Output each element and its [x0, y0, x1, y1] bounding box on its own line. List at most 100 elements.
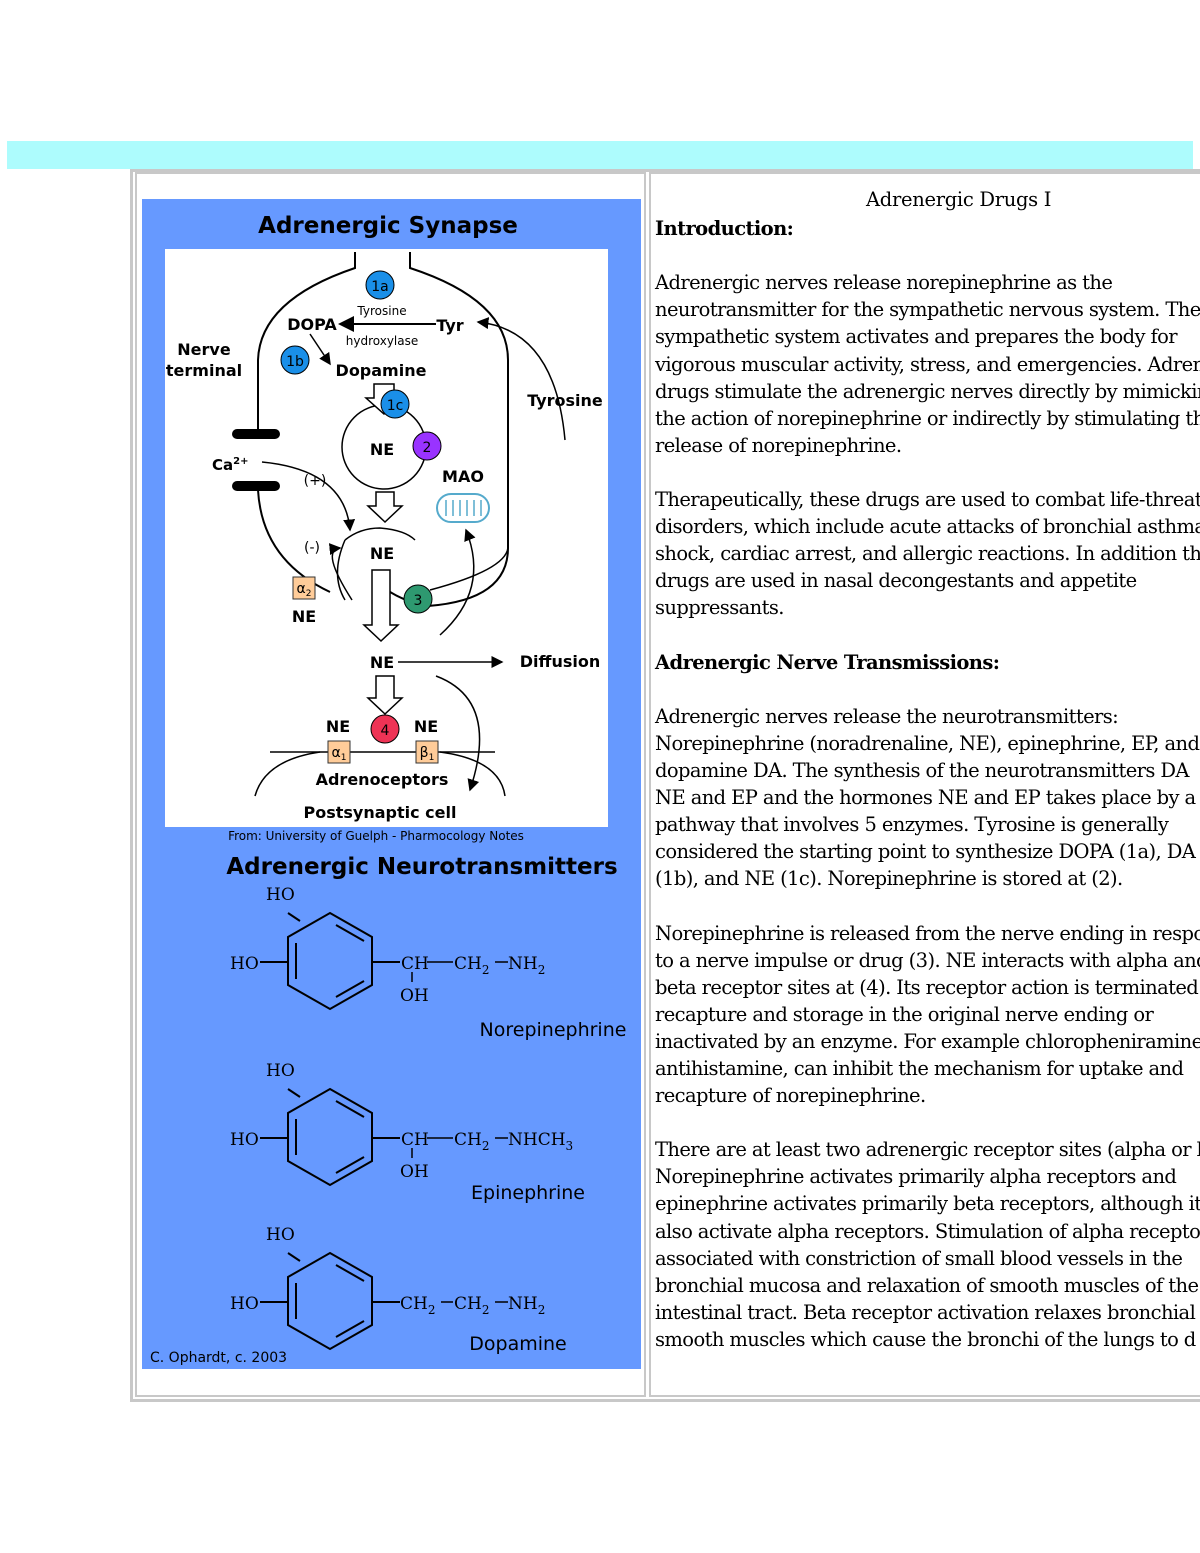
tyrosine-hydroxylase-label: Tyrosine	[356, 304, 406, 318]
text-line: Adrenergic nerves release the neurotrans…	[655, 704, 1119, 728]
text-line: smooth muscles which cause the bronchi o…	[655, 1327, 1196, 1351]
text-line: epinephrine activates primarily beta rec…	[655, 1192, 1200, 1216]
text-line: dopamine DA. The synthesis of the neurot…	[655, 758, 1189, 782]
svg-text:OH: OH	[400, 986, 429, 1006]
svg-text:CH2: CH2	[454, 1130, 489, 1153]
node-4	[370, 714, 400, 744]
svg-text:CH: CH	[401, 1130, 429, 1150]
intro-paragraph: Adrenergic nerves release norepinephrine…	[655, 269, 1200, 459]
text-line: antihistamine, can inhibit the mechanism…	[655, 1057, 1184, 1080]
calcium-channel	[232, 429, 280, 491]
node-3	[403, 584, 433, 614]
top-banner	[7, 141, 1193, 169]
text-line: vigorous muscular activity, stress, and …	[655, 352, 1200, 376]
svg-text:HO: HO	[266, 1225, 295, 1245]
document-title: Adrenergic Drugs I	[866, 188, 1052, 211]
intro-heading: Introduction:	[655, 217, 794, 241]
text-line: pathway that involves 5 enzymes. Tyrosin…	[655, 813, 1169, 837]
norepinephrine-label: Norepinephrine	[480, 1019, 627, 1041]
transmission-heading: Adrenergic Nerve Transmissions:	[655, 650, 1000, 674]
node-1b	[280, 345, 310, 375]
epinephrine-structure: HO HO CH CH2 NHCH3 OH	[230, 1061, 573, 1187]
svg-text:NHCH3: NHCH3	[508, 1130, 573, 1153]
text-line: suppressants.	[655, 596, 784, 620]
nerve-label: Nerve	[177, 340, 231, 359]
node-3-label: 3	[414, 593, 423, 609]
node-1b-label: 1b	[286, 354, 304, 370]
text-line: associated with constriction of small bl…	[655, 1246, 1183, 1270]
adrenoceptors-label: Adrenoceptors	[316, 770, 449, 789]
figure-source: From: University of Guelph - Pharmocolog…	[228, 829, 524, 843]
node-4-label: 4	[381, 723, 390, 739]
ne-left-label: NE	[326, 717, 350, 736]
text-line: sympathetic system activates and prepare…	[655, 325, 1178, 349]
text-line: drugs are used in nasal decongestants an…	[655, 569, 1137, 593]
alpha1-receptor	[327, 740, 351, 764]
dopamine-label: Dopamine	[336, 361, 427, 380]
svg-text:HO: HO	[266, 1061, 295, 1081]
hydroxylase-label: hydroxylase	[346, 334, 419, 348]
svg-text:HO: HO	[230, 1130, 259, 1150]
text-line: also activate alpha receptors. Stimulati…	[655, 1219, 1200, 1243]
svg-text:HO: HO	[266, 885, 295, 905]
text-line: recapture and storage in the original ne…	[655, 1002, 1154, 1026]
postsynaptic-label: Postsynaptic cell	[304, 803, 457, 822]
node-1c	[380, 389, 410, 419]
node-1c-label: 1c	[387, 398, 404, 414]
node-1a	[365, 270, 395, 300]
node-1a-label: 1a	[371, 279, 389, 295]
alpha2-receptor	[292, 576, 316, 600]
beta1-label: β1	[420, 745, 435, 763]
epinephrine-label: Epinephrine	[471, 1182, 585, 1204]
norepinephrine-structure: HO HO CH CH2 NH2 OH	[230, 885, 545, 1011]
text-line: Therapeutically, these drugs are used to…	[655, 488, 1200, 512]
text-line: release of norepinephrine.	[655, 433, 902, 457]
text-line: (1b), and NE (1c). Norepinephrine is sto…	[655, 867, 1123, 891]
node-2-label: 2	[423, 440, 432, 456]
mao-label: MAO	[442, 467, 484, 486]
text-line: beta receptor sites at (4). Its receptor…	[655, 975, 1200, 999]
alpha2-label: α2	[297, 581, 312, 599]
transmission-paragraph: Adrenergic nerves release the neurotrans…	[655, 703, 1200, 893]
layout-table	[130, 169, 1200, 1402]
dopamine-structure: HO HO CH2 CH2 NH2	[230, 1225, 545, 1351]
svg-text:CH2: CH2	[400, 1294, 435, 1317]
text-line: considered the starting point to synthes…	[655, 840, 1196, 864]
text-line: bronchial mucosa and relaxation of smoot…	[655, 1273, 1199, 1297]
synapse-title: Adrenergic Synapse	[258, 213, 518, 239]
therapy-paragraph: Therapeutically, these drugs are used to…	[655, 486, 1200, 621]
text-line: the action of norepinephrine or indirect…	[655, 406, 1200, 430]
svg-text:OH: OH	[400, 1162, 429, 1182]
text-line: disorders, which include acute attacks o…	[655, 515, 1200, 539]
svg-text:CH2: CH2	[454, 1294, 489, 1317]
svg-text:CH: CH	[401, 954, 429, 974]
receptor-paragraph: There are at least two adrenergic recept…	[655, 1136, 1200, 1353]
text-line: Norepinephrine activates primarily alpha…	[655, 1165, 1177, 1189]
neurotransmitters-title: Adrenergic Neurotransmitters	[226, 854, 617, 880]
text-line: Adrenergic nerves release norepinephrine…	[655, 271, 1113, 295]
dopamine-structure-label: Dopamine	[469, 1333, 566, 1355]
svg-text:HO: HO	[230, 954, 259, 974]
text-line: NE and EP and the hormones NE and EP tak…	[655, 786, 1196, 810]
release-paragraph: Norepinephrine is released from the nerv…	[655, 920, 1200, 1110]
tyrosine-label: Tyrosine	[527, 391, 603, 410]
article-body: Introduction: Adrenergic nerves release …	[655, 188, 1200, 1353]
mitochondrion-icon	[436, 493, 490, 523]
tyr-label: Tyr	[436, 316, 463, 335]
svg-text:CH2: CH2	[454, 954, 489, 977]
svg-text:HO: HO	[230, 1294, 259, 1314]
text-line: shock, cardiac arrest, and allergic reac…	[655, 542, 1200, 566]
node-2	[412, 431, 442, 461]
text-cell	[649, 172, 1200, 1397]
svg-text:NH2: NH2	[508, 954, 545, 977]
terminal-label: terminal	[166, 361, 242, 380]
text-line: There are at least two adrenergic recept…	[655, 1138, 1200, 1162]
ne-release-label: NE	[370, 544, 394, 563]
text-line: inactivated by an enzyme. For example ch…	[655, 1029, 1200, 1053]
ne-stored-label: NE	[370, 440, 394, 459]
alpha1-label: α1	[332, 745, 347, 763]
text-line: to a nerve impulse or drug (3). NE inter…	[655, 948, 1200, 972]
ne-alpha2-label: NE	[292, 607, 316, 626]
beta1-receptor	[415, 740, 439, 764]
